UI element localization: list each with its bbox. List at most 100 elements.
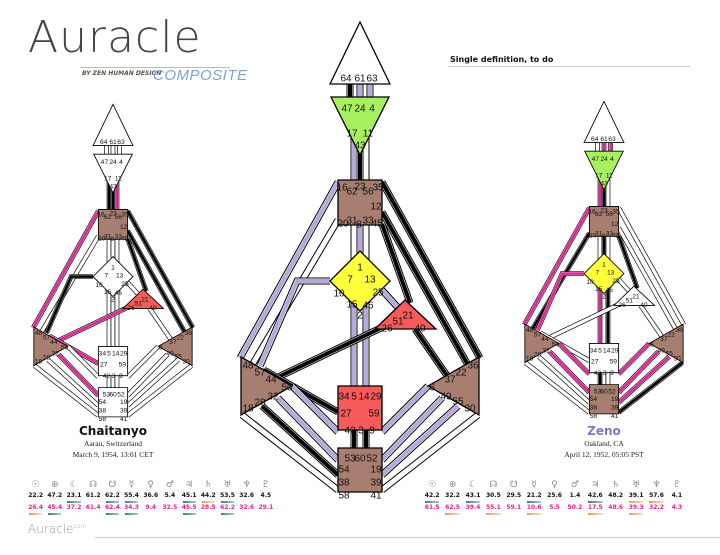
cell-text: ♂ (570, 480, 579, 490)
channel-19-49 (126, 353, 169, 397)
center-shape-head (92, 103, 134, 146)
cell-text: 10.6 (526, 504, 542, 511)
cell-text: 50.2 (567, 504, 583, 511)
cell-text: 62.2 (104, 492, 120, 499)
activation-mark (486, 513, 501, 515)
channel-activation-12-22 (126, 230, 186, 334)
gate-label: 32 (542, 347, 550, 354)
cell-text: ♇ (672, 480, 681, 490)
cell-text: ☊ (489, 480, 498, 490)
gate-label: 10 (95, 282, 103, 289)
channel-50-27 (66, 345, 100, 379)
activation-value: 23.1 (64, 492, 83, 504)
gate-label: 12 (120, 224, 128, 231)
channel-59-6 (126, 345, 160, 379)
planet-icon: ☿ (524, 480, 544, 492)
channel-activation-32-54 (276, 396, 340, 462)
gate-label: 17 (346, 129, 358, 140)
cell-text: 39.4 (465, 504, 481, 511)
gate-label: 8 (601, 233, 605, 240)
planet-icon: ⊕ (442, 480, 462, 492)
person-chaitanyo: Chaitanyo Aarau, Switzerland March 9, 19… (33, 424, 193, 460)
activation-value: 47.2 (45, 492, 64, 504)
gate-label: 58 (338, 491, 350, 502)
cell-text: 43.1 (465, 492, 481, 499)
channel-activation-39-55 (380, 404, 460, 477)
cell-text: ☾ (69, 480, 78, 490)
gate-label: 52 (366, 454, 378, 465)
cell-text: 34.3 (124, 504, 139, 511)
center-shape-spleen (240, 355, 294, 417)
gate-label: 27 (340, 409, 352, 420)
gate-label: 23 (109, 211, 117, 218)
cell-text: ♂ (165, 480, 174, 490)
cell-text: 53.5 (220, 492, 235, 499)
gate-label: 55 (174, 354, 182, 361)
gate-label: 40 (640, 302, 648, 309)
cell-text: ♃ (185, 480, 194, 490)
gate-label: 57 (254, 368, 266, 379)
gate-label: 45 (371, 219, 383, 230)
cell-text: 32.2 (649, 504, 664, 511)
gate-label: 26 (127, 305, 135, 312)
activation-value: 17.5 (585, 504, 605, 516)
gate-label: 29 (611, 347, 619, 354)
gate-label: 53 (103, 392, 111, 399)
channel-activation-45-21 (126, 238, 148, 292)
gate-label: 22 (176, 334, 184, 341)
gate-label: 57 (534, 331, 542, 338)
channel-outline (256, 277, 330, 368)
center-shape-sacral (588, 342, 620, 374)
activation-mark (220, 501, 235, 503)
cell-text: 62.5 (445, 504, 460, 511)
gate-label: 29 (120, 350, 128, 357)
planet-icon: ♃ (180, 480, 199, 492)
gate-label: 7 (595, 270, 599, 277)
gate-label: 41 (611, 413, 619, 420)
gate-label: 34 (590, 347, 598, 354)
cell-text: 32.6 (239, 492, 255, 499)
planet-icon: ♇ (667, 480, 687, 492)
gate-label: 11 (115, 175, 122, 182)
gate-label: 63 (366, 74, 378, 85)
gate-label: 4 (119, 159, 123, 166)
gate-label: 5 (598, 347, 602, 354)
gate-label: 64 (591, 136, 599, 143)
gate-label: 23 (354, 182, 366, 193)
cell-text: ♆ (652, 480, 661, 490)
cell-text: 55.4 (124, 492, 139, 499)
gate-label: 49 (166, 350, 174, 357)
activation-mark (48, 513, 62, 515)
gate-label: 5 (107, 350, 111, 357)
gate-label: 20 (337, 219, 349, 230)
cell-text: 17.5 (587, 504, 603, 511)
channel-activation-40-37 (413, 327, 452, 382)
cell-text: ♃ (591, 480, 600, 490)
activation-value: 42.2 (422, 492, 442, 504)
activation-value: 22.2 (26, 492, 45, 504)
planet-icon: ♅ (218, 480, 237, 492)
gate-label: 44 (50, 339, 58, 346)
gate-label: 37 (444, 375, 456, 386)
person-date: April 12, 1952, 05:05 PST (564, 450, 644, 459)
channel-outline (535, 271, 585, 332)
activation-value: 48.2 (606, 492, 626, 504)
gate-label: 9 (369, 426, 375, 437)
gate-label: 56 (362, 187, 374, 198)
activation-value: 62.5 (442, 504, 462, 516)
gate-label: 30 (673, 355, 681, 362)
cell-text: 22.2 (28, 492, 43, 499)
channel-39-55 (126, 358, 180, 407)
planet-icon: ☾ (64, 480, 83, 492)
gate-label: 36 (184, 330, 192, 337)
channels (522, 141, 686, 415)
activation-mark (105, 501, 119, 503)
cell-text: 39.3 (628, 504, 644, 511)
